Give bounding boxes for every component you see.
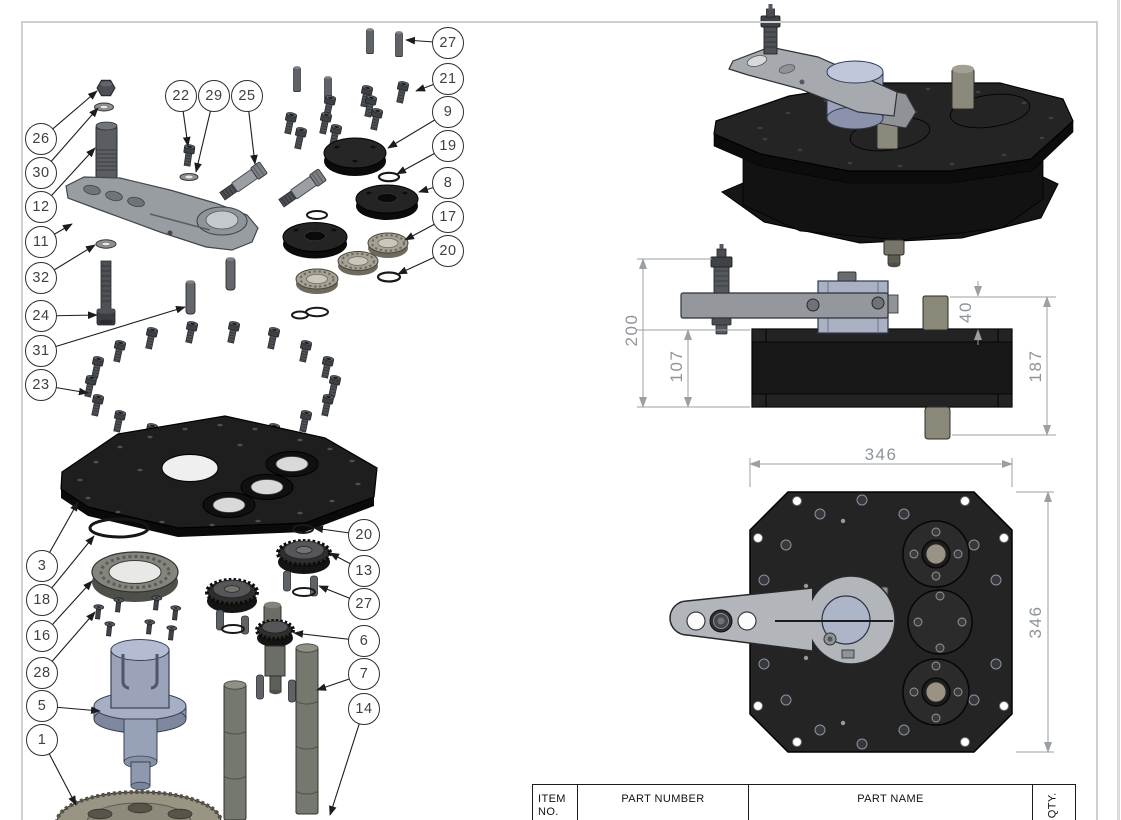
long-screw-part-24 [96,260,116,326]
shoulder-bolt-25a [217,161,268,203]
oring-d [221,624,245,634]
arm-assembly-iso [728,4,917,130]
dim-front-height: 346 [1026,605,1045,639]
balloon-20-lower: 20 [348,519,380,551]
flange-disc-part-8b [282,222,348,259]
washer-part-29 [179,173,199,181]
balloon-6: 6 [348,625,380,657]
balloon-20-upper: 20 [432,235,464,267]
arm-part [65,176,259,251]
balloon-18: 18 [26,584,58,616]
oring-c [292,587,316,597]
flange-disc-part-8 [355,184,419,220]
balloon-9: 9 [432,96,464,128]
oring-part-18 [88,517,150,539]
balloon-22: 22 [165,80,197,112]
washer-part-32 [95,239,117,249]
dim-front-width: 346 [864,445,898,464]
bom-table: ITEM NO. PART NUMBER PART NAME QTY. [532,784,1076,820]
bearing-part-16 [91,551,179,602]
isometric-view [713,4,1074,268]
shoulder-bolt-25b [276,168,327,210]
shaft-part-14 [223,680,247,820]
balloon-31: 31 [25,335,57,367]
balloon-7: 7 [348,658,380,690]
oring-b [305,306,329,318]
gear-shaft-part-6 [255,601,295,695]
balloon-12: 12 [25,191,57,223]
balloon-28: 28 [26,657,58,689]
oring-part-19 [377,171,401,183]
balloon-26: 26 [25,123,57,155]
shaft-part-7 [295,643,319,815]
balloon-5: 5 [26,690,58,722]
balloon-8: 8 [432,167,464,199]
output-shaft-top [922,295,949,331]
output-shafts-iso [876,64,975,268]
dowel-pins-31 [185,257,236,315]
balloon-29: 29 [198,80,230,112]
side-view [680,244,1013,440]
balloon-17: 17 [432,201,464,233]
bearing-bores-front [902,520,973,726]
exploded-view [55,27,419,820]
balloon-1: 1 [26,724,58,756]
dim-side-assembly-height: 187 [1026,349,1045,383]
balloon-14: 14 [348,693,380,725]
bom-col-item-no-label: ITEM NO. [538,793,566,818]
balloon-24: 24 [25,300,57,332]
arm-assembly-front [669,575,896,665]
stud-iso [760,4,781,55]
bom-col-qty-label: QTY. [1046,792,1059,819]
dimension-lines [637,258,1056,753]
flat-screws-part-28 [92,594,182,641]
bom-col-part-name-label: PART NAME [857,793,924,805]
bearings-part-17 [295,232,409,294]
dim-side-shaft-protrusion: 40 [956,301,975,323]
bom-col-part-number: PART NUMBER [578,785,749,820]
pinion-gear-middle [205,578,259,613]
balloon-27-top: 27 [432,27,464,59]
screw-part-22 [181,143,196,168]
oring-small [306,210,328,220]
oring-part-20b [292,524,314,534]
balloon-27-lower: 27 [348,588,380,620]
bom-col-part-number-label: PART NUMBER [621,793,705,805]
balloon-11: 11 [25,226,57,258]
page-edge [1117,0,1120,820]
oring-part-20 [376,271,402,283]
bom-col-part-name: PART NAME [749,785,1033,820]
output-shaft-bottom [924,406,951,440]
balloon-25: 25 [231,80,263,112]
balloon-23: 23 [25,369,57,401]
arm-assembly-side [680,244,899,335]
bom-col-qty: QTY. [1033,785,1073,820]
dowel-pins-top [293,27,403,103]
top-plate-part-3 [60,415,378,537]
cap-disc-part-9 [323,137,387,176]
balloon-32: 32 [25,262,57,294]
dim-side-housing-height: 107 [667,349,686,383]
balloon-21: 21 [432,63,464,95]
gear-part-1 [55,790,223,820]
standoff-part-12 [95,121,118,179]
balloon-13: 13 [348,555,380,587]
pinion-gear-part-13 [276,539,332,574]
dim-side-overall-height: 200 [622,313,641,347]
stud-side [710,244,733,294]
balloon-30: 30 [25,157,57,189]
hub-part-5 [93,639,187,791]
front-view [669,491,1013,753]
hex-nut-part [96,79,116,97]
balloon-19: 19 [432,130,464,162]
bom-col-item-no: ITEM NO. [533,785,578,820]
washer-part-30 [94,102,114,112]
corner-holes [753,496,1009,747]
balloon-16: 16 [26,620,58,652]
balloon-3: 3 [26,550,58,582]
